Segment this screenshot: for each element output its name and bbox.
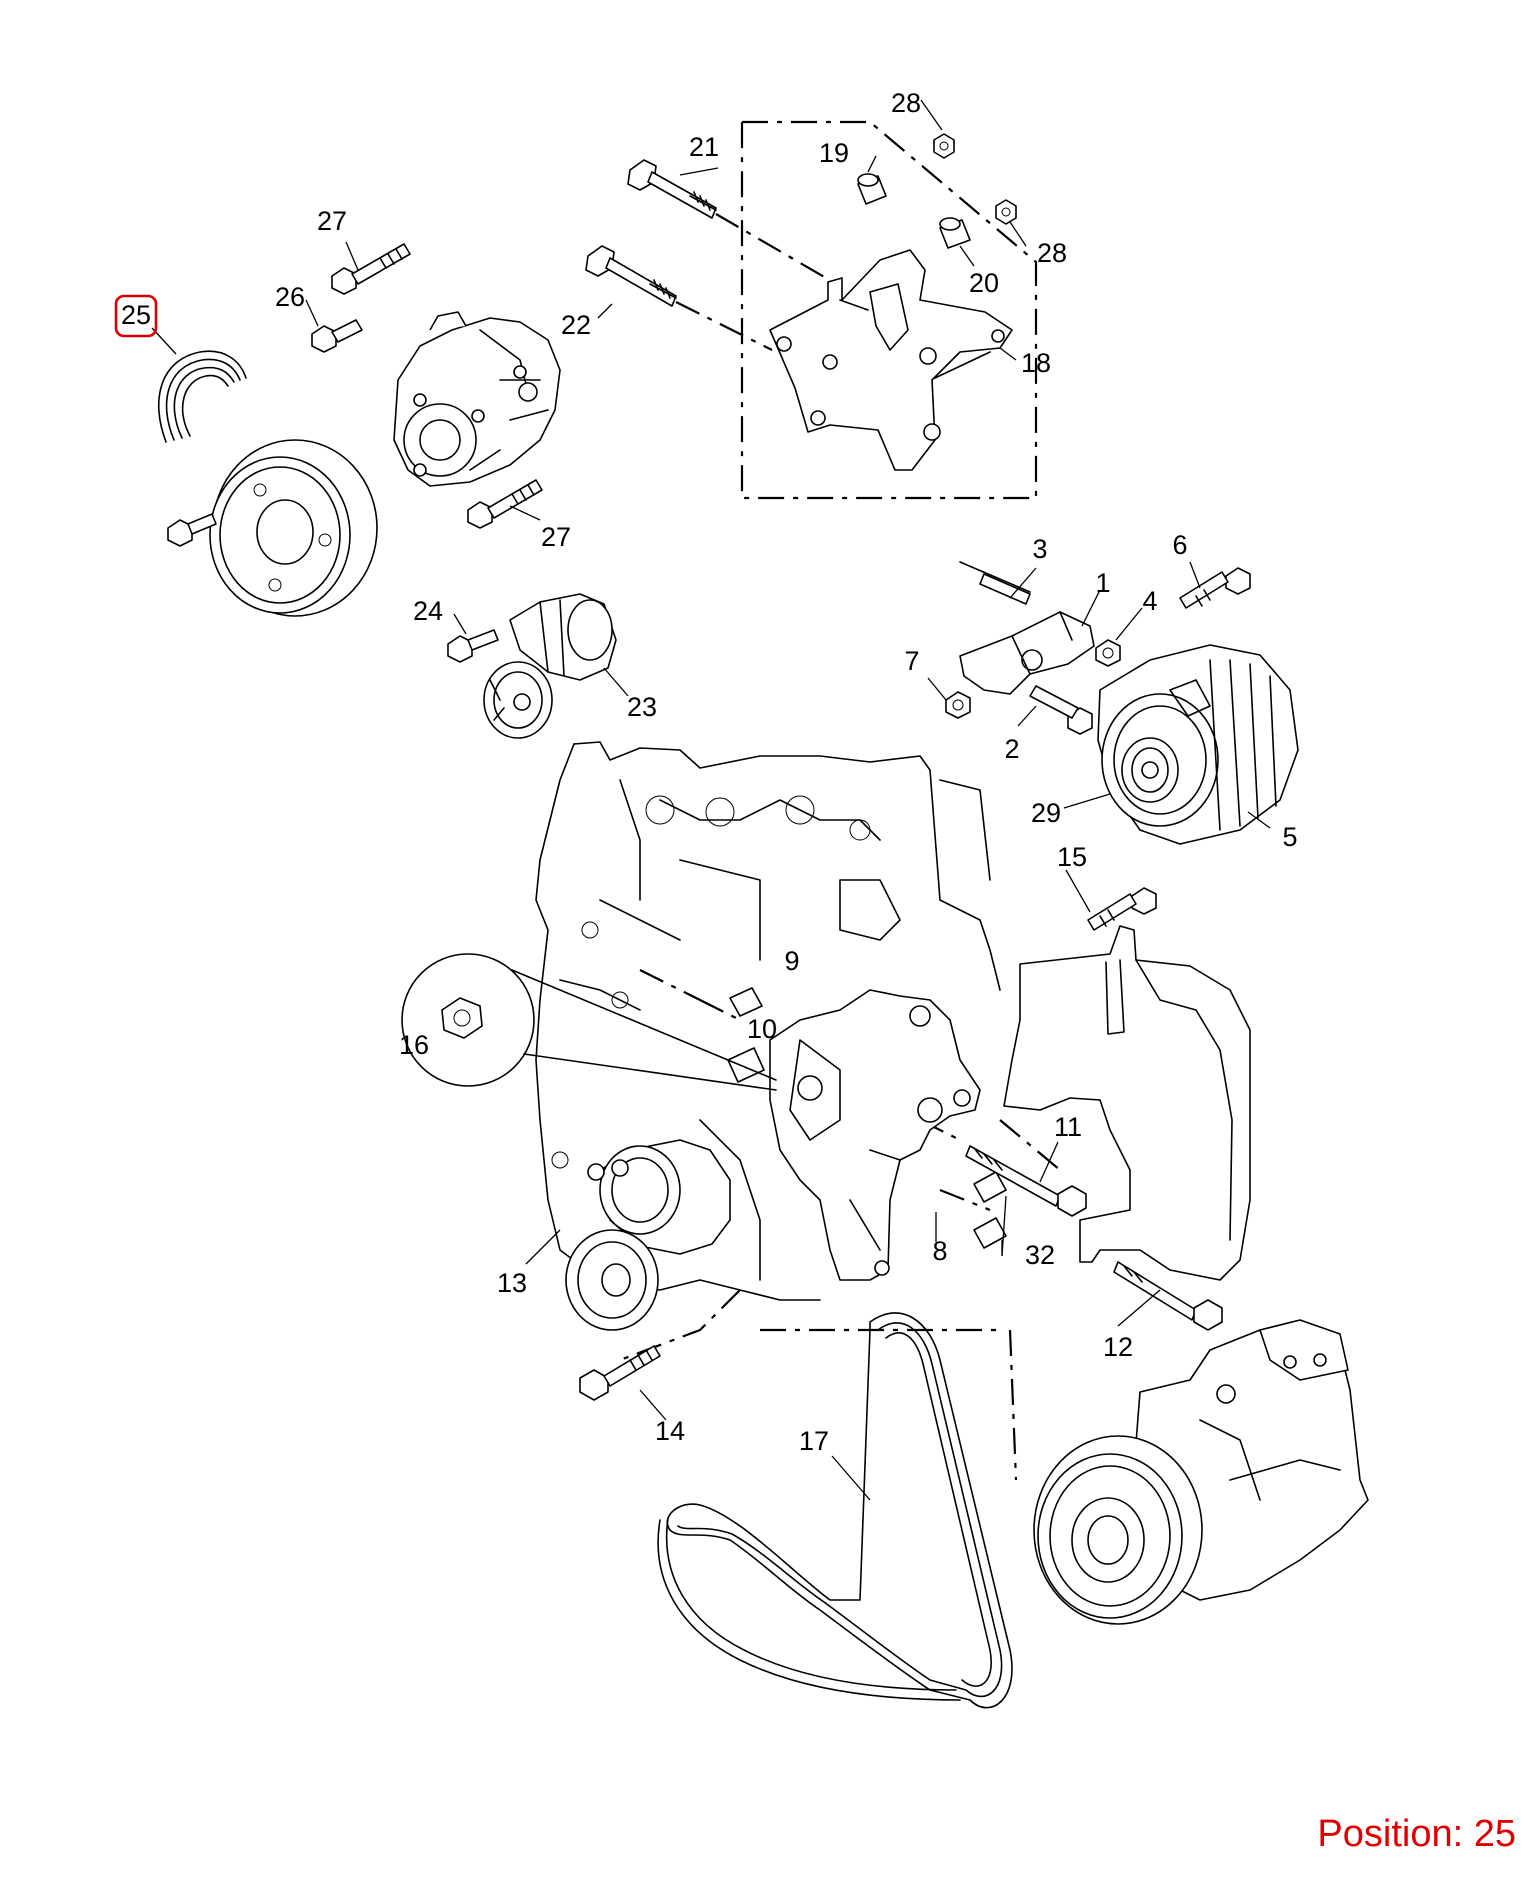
position-label-prefix: Position: <box>1317 1813 1464 1855</box>
callout-28-top: 28 <box>891 88 921 118</box>
callout-22: 22 <box>561 310 591 340</box>
callout-labels: 1 2 3 4 5 6 7 8 9 10 11 12 13 14 15 16 1… <box>121 88 1298 1456</box>
bushing-32-upper-part[interactable] <box>973 1171 1007 1203</box>
bolt-axis-lines <box>675 213 827 351</box>
callout-14: 14 <box>655 1416 685 1446</box>
nut-7-part[interactable] <box>945 691 971 719</box>
power-steering-pump-part[interactable] <box>393 311 561 487</box>
detail-magnifier-16 <box>401 953 777 1091</box>
callout-12: 12 <box>1103 1332 1133 1362</box>
tensioner-23-part[interactable] <box>483 593 617 739</box>
callout-9: 9 <box>784 946 799 976</box>
accessory-bracket-8-part[interactable] <box>769 989 981 1281</box>
callout-27-top: 27 <box>317 206 347 236</box>
callout-19: 19 <box>819 138 849 168</box>
callout-26: 26 <box>275 282 305 312</box>
callout-27-bottom: 27 <box>541 522 571 552</box>
callout-16: 16 <box>399 1030 429 1060</box>
tensioner-13-part[interactable] <box>565 1139 731 1331</box>
bolt-27-bottom-part[interactable] <box>467 479 543 529</box>
callout-2: 2 <box>1004 734 1019 764</box>
callout-17: 17 <box>799 1426 829 1456</box>
bolt-2-part[interactable] <box>1029 685 1093 735</box>
bolt-21-part[interactable] <box>627 159 717 219</box>
bolt-27-top-part[interactable] <box>331 243 411 295</box>
callout-29: 29 <box>1031 798 1061 828</box>
nut-28-top-part[interactable] <box>933 133 955 159</box>
callout-6: 6 <box>1172 530 1187 560</box>
bolt-15-part[interactable] <box>1087 887 1157 931</box>
mounting-bracket-part[interactable] <box>769 249 1013 471</box>
callout-3: 3 <box>1032 534 1047 564</box>
callout-32: 32 <box>1025 1240 1055 1270</box>
callout-10: 10 <box>747 1014 777 1044</box>
bolt-12-part[interactable] <box>1113 1261 1223 1331</box>
bushing-9-part[interactable] <box>729 987 763 1017</box>
callout-7: 7 <box>904 646 919 676</box>
callout-23: 23 <box>627 692 657 722</box>
callout-11: 11 <box>1054 1112 1082 1142</box>
bushing-32-lower-part[interactable] <box>973 1217 1007 1249</box>
position-indicator: Position: 25 <box>1317 1813 1516 1856</box>
callout-25: 25 <box>121 300 151 330</box>
ac-compressor-part[interactable] <box>1033 1319 1369 1625</box>
belt-25-part[interactable] <box>158 350 247 443</box>
callout-13: 13 <box>497 1268 527 1298</box>
bushing-20-part[interactable] <box>939 217 971 249</box>
callout-24: 24 <box>413 596 443 626</box>
callout-4: 4 <box>1142 586 1157 616</box>
bolt-22-part[interactable] <box>585 245 677 307</box>
bushing-10-part[interactable] <box>727 1047 765 1083</box>
bolt-24-part[interactable] <box>447 629 499 663</box>
position-label-value: 25 <box>1473 1813 1516 1855</box>
leader-lines <box>151 99 1271 1501</box>
callout-15: 15 <box>1057 842 1087 872</box>
bolt-3-part[interactable] <box>959 561 1031 605</box>
pump-pulley-part[interactable] <box>209 439 378 617</box>
engine-axis-lines <box>619 969 1061 1481</box>
bolt-26-part[interactable] <box>311 319 363 353</box>
engine-block-part <box>535 741 1001 1301</box>
nut-28-right-part[interactable] <box>995 199 1017 225</box>
nut-4-part[interactable] <box>1095 639 1121 667</box>
callout-1: 1 <box>1095 568 1110 598</box>
highlight-box-callout-25 <box>114 294 158 338</box>
callout-5: 5 <box>1282 822 1297 852</box>
drive-belt-17-part[interactable] <box>657 1312 1013 1709</box>
alternator-bracket-1-part[interactable] <box>959 611 1095 695</box>
bracket-group-outline <box>740 120 1038 500</box>
callout-18: 18 <box>1021 348 1051 378</box>
alternator-5-part[interactable] <box>1097 644 1299 845</box>
pulley-bolt-part[interactable] <box>167 513 217 547</box>
callout-8: 8 <box>932 1236 947 1266</box>
bolt-11-part[interactable] <box>965 1145 1087 1217</box>
heat-shield-part[interactable] <box>1003 925 1251 1281</box>
callout-28-right: 28 <box>1037 238 1067 268</box>
callout-21: 21 <box>689 132 719 162</box>
callout-20: 20 <box>969 268 999 298</box>
bushing-19-part[interactable] <box>857 173 887 205</box>
bolt-6-part[interactable] <box>1179 567 1251 609</box>
bolt-14-part[interactable] <box>579 1345 661 1401</box>
